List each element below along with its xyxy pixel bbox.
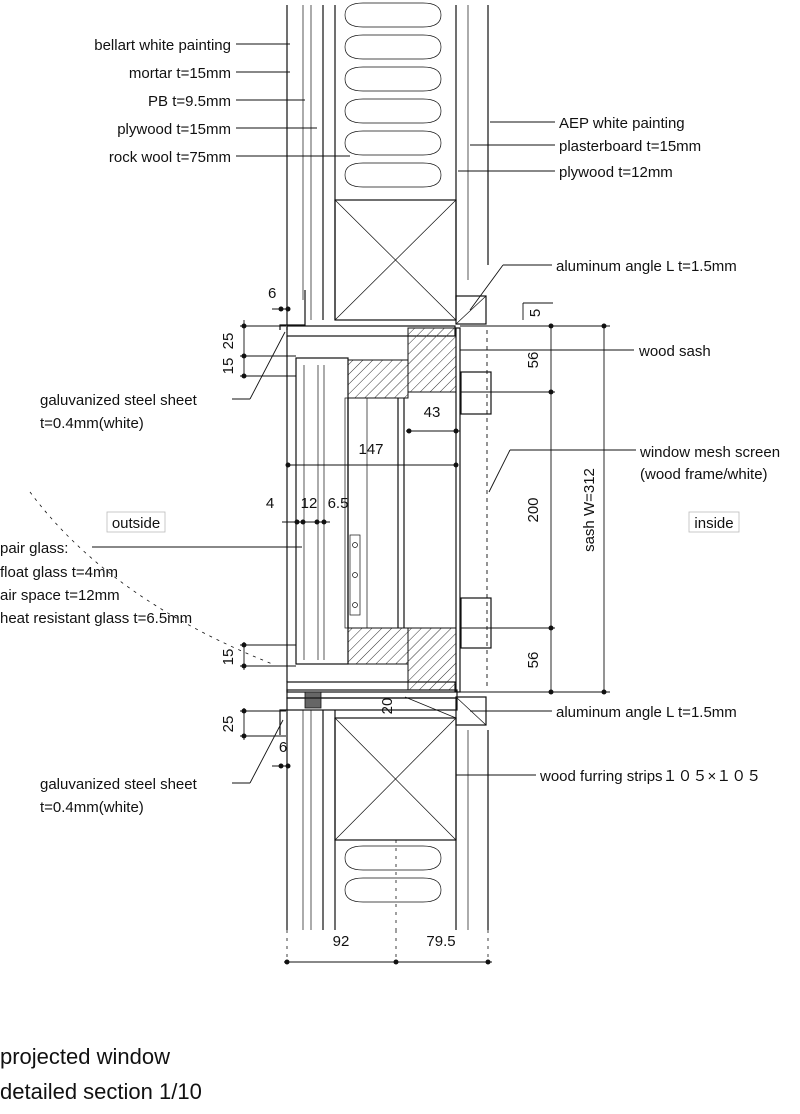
lower-wood-block (334, 717, 457, 841)
dim-4: 4 (266, 495, 274, 512)
sash-top-hatch-2 (347, 359, 409, 399)
dim-15-top: 15 (220, 358, 237, 375)
label-plywood15: plywood t=15mm (117, 121, 231, 138)
dim-25-bottom: 25 (220, 716, 237, 733)
dim-12: 12 (301, 495, 318, 512)
label-pb: PB t=9.5mm (148, 93, 231, 110)
window-assembly (286, 325, 492, 711)
dim-5: 5 (527, 309, 544, 317)
dim-79-5: 79.5 (426, 933, 455, 950)
dim-200: 200 (525, 497, 542, 522)
label-rockwool: rock wool t=75mm (109, 149, 231, 166)
label-steel-bot-1: galuvanized steel sheet (40, 776, 198, 793)
steel-flashing-top (279, 290, 306, 330)
right-labels: AEP white painting plasterboard t=15mm p… (456, 115, 780, 785)
label-bellart: bellart white painting (94, 37, 231, 54)
rock-wool-insulation (344, 2, 442, 188)
label-steel-top-1: galuvanized steel sheet (40, 392, 198, 409)
label-plasterboard: plasterboard t=15mm (559, 138, 701, 155)
label-heat-glass: heat resistant glass t=6.5mm (0, 610, 192, 627)
label-mesh-1: window mesh screen (639, 444, 780, 461)
wall-upper (286, 2, 489, 330)
drawing-title-line1: projected window (0, 1044, 170, 1069)
upper-wood-block (334, 199, 457, 321)
aluminum-angle-top (455, 295, 487, 325)
dim-92: 92 (333, 933, 350, 950)
label-angle-bottom: aluminum angle L t=1.5mm (556, 704, 737, 721)
rock-wool-insulation-lower (344, 845, 442, 903)
sash-top-hatch (407, 327, 457, 393)
dimension-lines: 6 25 15 5 56 200 56 sash W=312 43 (220, 285, 610, 965)
label-wood-sash: wood sash (638, 343, 711, 360)
steel-flashing-bottom (279, 709, 287, 735)
dim-56-top: 56 (525, 352, 542, 369)
label-steel-bot-2: t=0.4mm(white) (40, 799, 144, 816)
label-outside: outside (112, 515, 160, 532)
drawing-title-line2: detailed section 1/10 (0, 1079, 202, 1104)
dim-6-top: 6 (268, 285, 276, 302)
dim-6-5: 6.5 (328, 495, 349, 512)
wall-lower (286, 696, 489, 930)
left-labels: bellart white painting mortar t=15mm PB … (0, 37, 350, 816)
label-furring: wood furring strips１０５×１０５ (539, 768, 761, 785)
label-air-space: air space t=12mm (0, 587, 120, 604)
label-steel-top-2: t=0.4mm(white) (40, 415, 144, 432)
dim-147: 147 (358, 441, 383, 458)
sash-bot-hatch-2 (347, 627, 409, 665)
dim-20: 20 (379, 698, 396, 715)
label-plywood12: plywood t=12mm (559, 164, 673, 181)
label-mesh-2: (wood frame/white) (640, 466, 768, 483)
dim-15-bottom: 15 (220, 649, 237, 666)
dim-sash-w: sash W=312 (581, 468, 598, 552)
dim-43: 43 (424, 404, 441, 421)
label-mortar: mortar t=15mm (129, 65, 231, 82)
dim-56-bottom: 56 (525, 652, 542, 669)
label-angle-top: aluminum angle L t=1.5mm (556, 258, 737, 275)
label-float-glass: float glass t=4mm (0, 564, 118, 581)
label-pair-glass: pair glass: (0, 540, 68, 557)
dim-6-bottom: 6 (279, 739, 287, 756)
label-aep: AEP white painting (559, 115, 685, 132)
sash-bot-hatch (407, 627, 457, 691)
label-inside: inside (694, 515, 733, 532)
dim-25-top: 25 (220, 333, 237, 350)
